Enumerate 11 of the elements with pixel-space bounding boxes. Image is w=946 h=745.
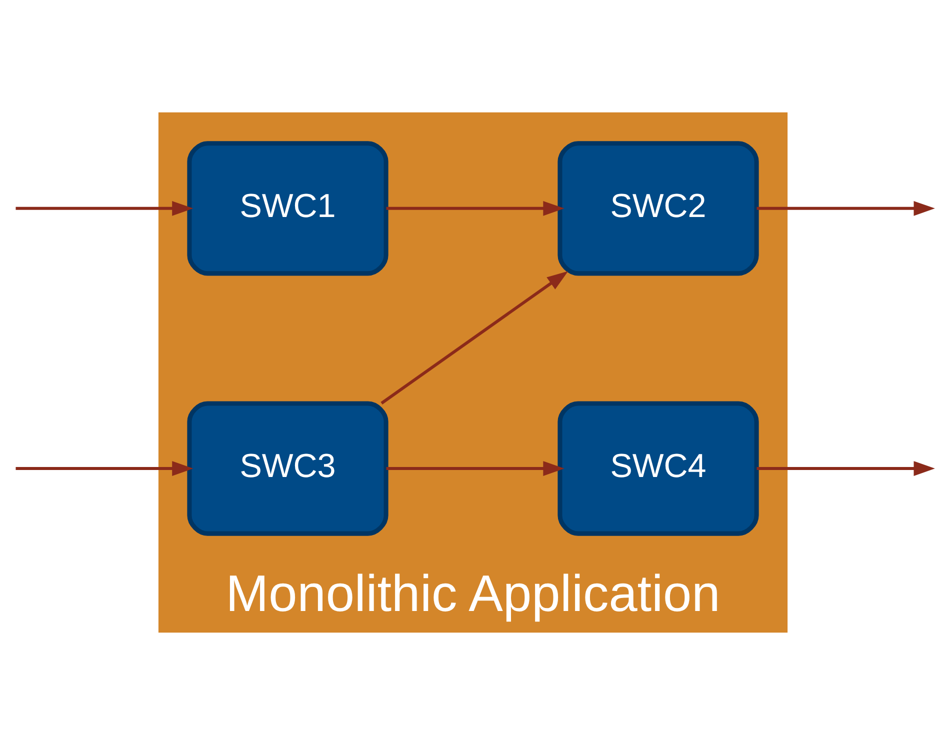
arrow xyxy=(16,461,194,476)
node-box: SWC1 xyxy=(187,141,388,276)
node-box: SWC3 xyxy=(187,401,388,536)
arrow xyxy=(386,461,564,476)
node-box: SWC2 xyxy=(558,141,759,276)
arrow xyxy=(16,201,194,216)
arrow xyxy=(756,201,935,216)
arrow xyxy=(380,271,568,404)
arrow xyxy=(386,201,564,216)
node-box: SWC4 xyxy=(558,401,759,536)
arrow xyxy=(756,461,935,476)
